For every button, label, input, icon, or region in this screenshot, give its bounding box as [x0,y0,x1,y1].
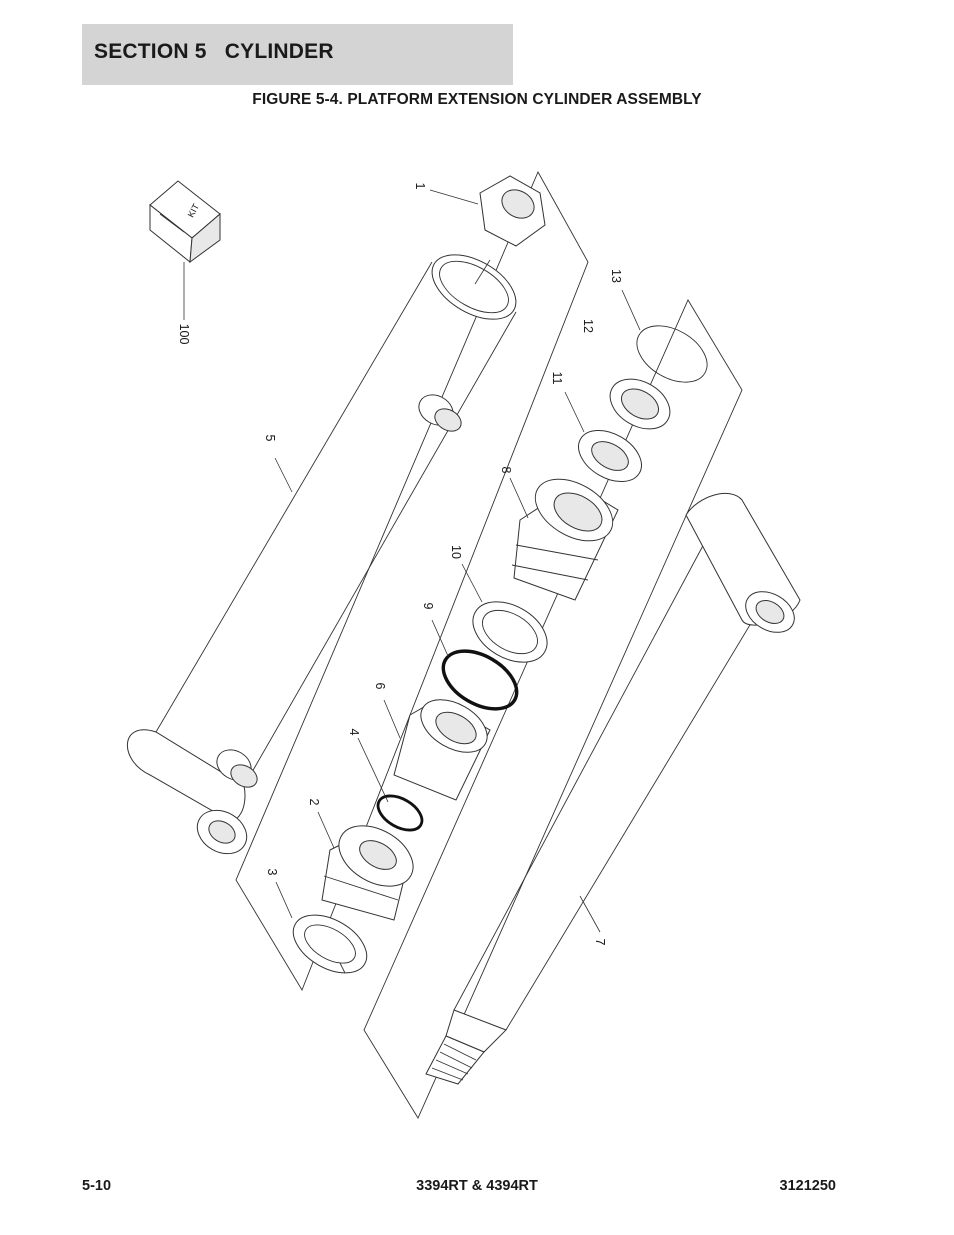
callout-5: 5 [263,435,277,442]
callout-2: 2 [307,799,321,806]
callout-7: 7 [593,939,607,946]
leader-lines [274,189,641,933]
upper-assembly-plane [235,170,589,992]
callout-100: 100 [177,324,191,345]
callout-4: 4 [347,729,361,736]
callout-8: 8 [499,467,513,474]
document-number: 3121250 [779,1178,836,1194]
cylinder-head [511,478,619,601]
seal-kit-box: KIT [149,180,221,264]
callout-12: 12 [581,319,595,333]
callout-13: 13 [609,269,623,283]
spacer-tube [393,699,491,801]
figure-title: FIGURE 5-4. PLATFORM EXTENSION CYLINDER … [252,91,702,108]
callout-11: 11 [550,372,564,385]
o-ring-large [441,649,519,711]
callout-1: 1 [413,183,427,190]
callout-6: 6 [373,683,387,690]
page-number: 5-10 [82,1178,112,1194]
piston [321,825,414,921]
callout-3: 3 [265,869,279,876]
section-header: SECTION 5 CYLINDER [82,24,513,85]
lower-assembly-plane [363,299,743,1119]
callout-10: 10 [449,545,463,559]
cylinder-barrel [126,254,517,855]
piston-rod [425,492,801,1085]
rod-wiper [578,429,642,483]
backup-ring [472,601,548,663]
piston-wear-ring [292,914,368,974]
section-title: SECTION 5 CYLINDER [94,40,334,63]
retaining-ring [636,325,708,383]
model-name: 3394RT & 4394RT [416,1178,538,1194]
o-ring-small [376,794,424,832]
callout-labels: 1 2 3 4 5 6 7 8 9 10 11 12 13 100 [177,183,623,946]
hex-nut [479,175,546,247]
head-seal-assembly [609,378,671,430]
callout-9: 9 [421,603,435,610]
